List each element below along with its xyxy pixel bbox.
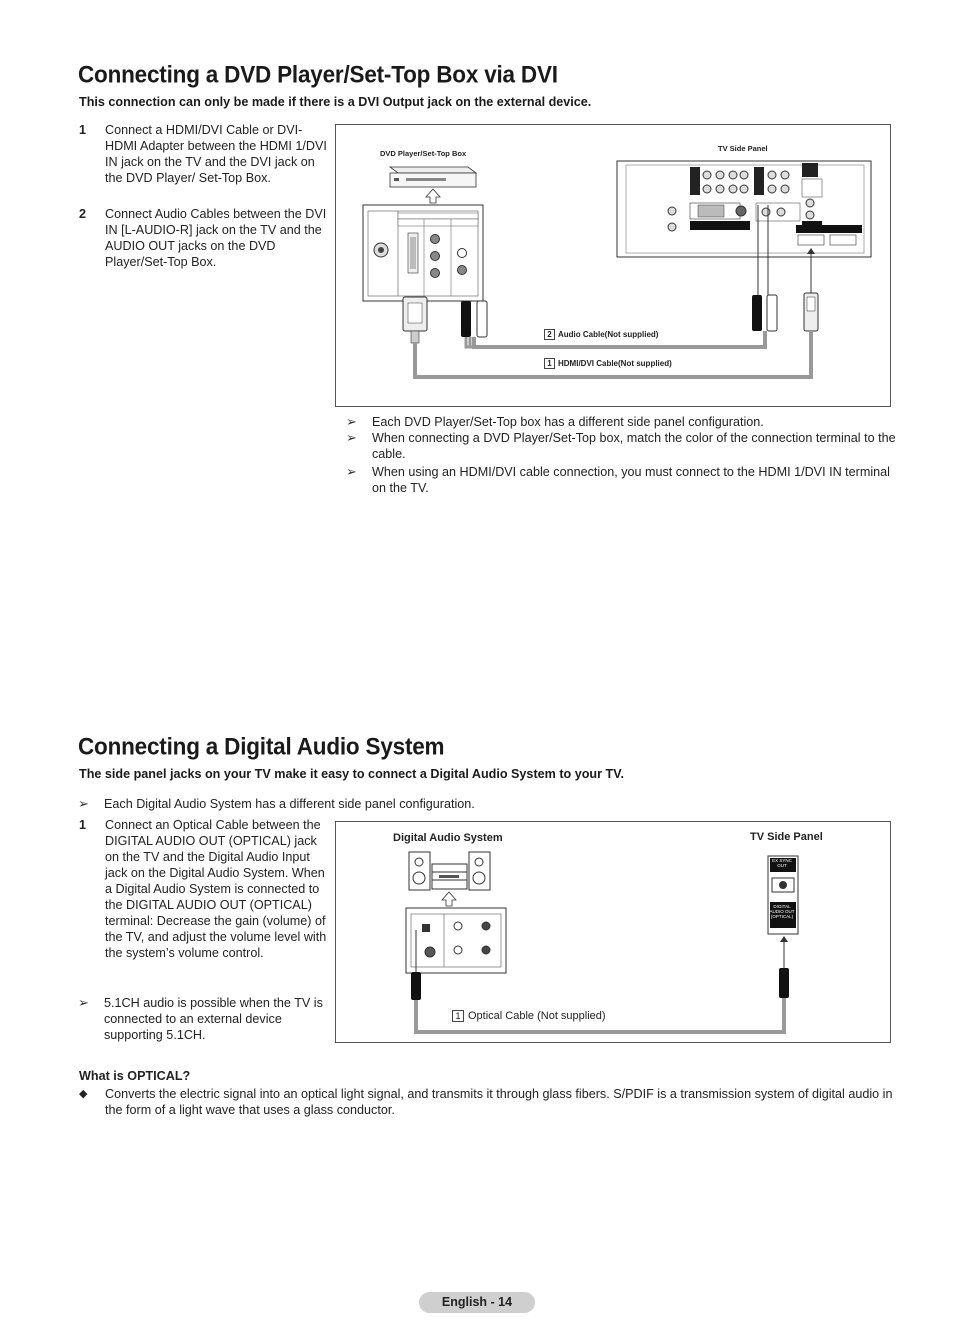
- audio-cable-label: 2 Audio Cable(Not supplied): [544, 329, 658, 340]
- digital-audio-system-label: Digital Audio System: [393, 832, 503, 844]
- arrow-note-icon: ➢: [346, 464, 357, 479]
- ex-sync-label: EX SYNC OUT: [772, 858, 792, 868]
- note-text: When using an HDMI/DVI cable connection,…: [372, 465, 890, 495]
- stereo-system-icon: [408, 851, 491, 891]
- tv-side-panel-label: TV Side Panel: [750, 831, 823, 843]
- section1-title: Connecting a DVD Player/Set-Top Box via …: [78, 61, 558, 88]
- cable-text: Optical Cable (Not supplied): [468, 1010, 606, 1022]
- section1-subtitle: This connection can only be made if ther…: [79, 95, 592, 109]
- cable-number: 1: [544, 358, 555, 369]
- step-text: Connect an Optical Cable between the DIG…: [105, 818, 327, 960]
- dvd-diagram-art: [362, 160, 872, 379]
- hdmi-cable-label: 1 HDMI/DVI Cable(Not supplied): [544, 358, 672, 369]
- arrow-note-icon: ➢: [346, 414, 357, 429]
- note-top: ➢ Each Digital Audio System has a differ…: [68, 796, 568, 812]
- what-is-optical-heading: What is OPTICAL?: [79, 1069, 191, 1083]
- optical-description: Converts the electric signal into an opt…: [105, 1087, 893, 1117]
- optical-cable-label: 1 Optical Cable (Not supplied): [452, 1010, 606, 1022]
- digital-audio-out-label: DIGITAL AUDIO OUT (OPTICAL): [769, 904, 795, 919]
- tv-optical-panel: [767, 855, 799, 935]
- cable-text: HDMI/DVI Cable(Not supplied): [558, 359, 672, 368]
- cable-text: Audio Cable(Not supplied): [558, 330, 659, 339]
- dvd-player-icon: [388, 166, 478, 188]
- step-number: 1: [79, 123, 87, 137]
- digital-audio-diagram: Digital Audio System TV Side Panel: [335, 821, 891, 1043]
- arrow-note-icon: ➢: [78, 995, 89, 1010]
- section2-subtitle: The side panel jacks on your TV make it …: [79, 767, 624, 781]
- tv-side-panel-art: [616, 160, 872, 258]
- dvd-player-label: DVD Player/Set-Top Box: [380, 149, 467, 158]
- note-1: ➢ Each DVD Player/Set-Top box has a diff…: [336, 414, 896, 430]
- note-text: Each DVD Player/Set-Top box has a differ…: [372, 415, 764, 429]
- note-2: ➢ When connecting a DVD Player/Set-Top b…: [336, 430, 896, 462]
- step-number: 1: [79, 818, 87, 832]
- step-1-digital: 1 Connect an Optical Cable between the D…: [79, 817, 329, 961]
- note-text: Each Digital Audio System has a differen…: [104, 797, 475, 811]
- cable-number: 2: [544, 329, 555, 340]
- step-number: 2: [79, 207, 87, 221]
- note-bottom: ➢ 5.1CH audio is possible when the TV is…: [68, 995, 330, 1043]
- dvd-connection-diagram: DVD Player/Set-Top Box TV Side Panel: [335, 124, 891, 407]
- what-is-optical-text: ◆ Converts the electric signal into an o…: [79, 1086, 894, 1118]
- section2-title: Connecting a Digital Audio System: [78, 733, 445, 760]
- dvd-back-panel: [362, 204, 484, 302]
- page-number-badge: English - 14: [419, 1292, 535, 1313]
- diamond-bullet-icon: ◆: [79, 1088, 88, 1100]
- step-1: 1 Connect a HDMI/DVI Cable or DVI-HDMI A…: [79, 122, 329, 186]
- digital-audio-art: [405, 851, 799, 1034]
- arrow-note-icon: ➢: [346, 430, 357, 445]
- audio-system-back-panel: [405, 907, 507, 974]
- note-text: When connecting a DVD Player/Set-Top box…: [372, 431, 896, 461]
- step-text: Connect a HDMI/DVI Cable or DVI-HDMI Ada…: [105, 123, 327, 185]
- arrow-note-icon: ➢: [78, 796, 89, 811]
- cable-number: 1: [452, 1010, 464, 1022]
- step-2: 2 Connect Audio Cables between the DVI I…: [79, 206, 329, 270]
- tv-side-panel-label: TV Side Panel: [718, 144, 768, 153]
- note-text: 5.1CH audio is possible when the TV is c…: [104, 996, 323, 1042]
- step-text: Connect Audio Cables between the DVI IN …: [105, 207, 327, 269]
- note-3: ➢ When using an HDMI/DVI cable connectio…: [336, 464, 896, 496]
